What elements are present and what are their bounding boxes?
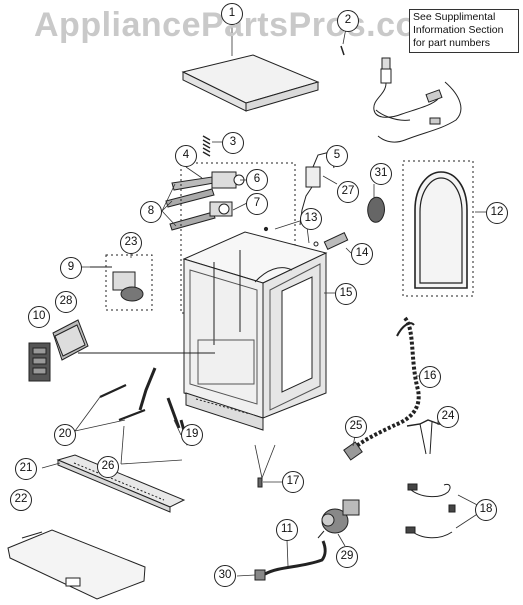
- callout-9[interactable]: 9: [60, 257, 82, 279]
- callout-1[interactable]: 1: [221, 3, 243, 25]
- callout-22[interactable]: 22: [10, 489, 32, 511]
- supplemental-note-line-3: for part numbers: [413, 37, 491, 49]
- callout-13[interactable]: 13: [300, 208, 322, 230]
- callout-3[interactable]: 3: [222, 132, 244, 154]
- callout-21[interactable]: 21: [15, 458, 37, 480]
- callout-11[interactable]: 11: [276, 519, 298, 541]
- leg-screw-part: [257, 477, 263, 488]
- wire-harness-part: [373, 57, 462, 143]
- shock-absorber-part: [99, 367, 190, 446]
- drain-pump-part: [317, 499, 360, 539]
- callout-30[interactable]: 30: [214, 565, 236, 587]
- filter-part: [343, 441, 363, 461]
- pressure-switch-part: [299, 151, 335, 226]
- callout-23[interactable]: 23: [120, 232, 142, 254]
- hinge-bracket-part: [263, 226, 349, 250]
- callout-6[interactable]: 6: [246, 169, 268, 191]
- callout-14[interactable]: 14: [351, 243, 373, 265]
- door-gasket-part: [402, 160, 474, 297]
- callout-8[interactable]: 8: [140, 201, 162, 223]
- drain-pump-hose-part: [254, 540, 327, 581]
- callout-20[interactable]: 20: [54, 424, 76, 446]
- callout-18[interactable]: 18: [475, 499, 497, 521]
- power-cord-part: [405, 483, 456, 539]
- door-lock-part: [90, 254, 153, 311]
- spring-part: [202, 135, 211, 157]
- control-board-part: [28, 319, 215, 382]
- callout-2[interactable]: 2: [337, 10, 359, 32]
- callout-29[interactable]: 29: [336, 546, 358, 568]
- callout-16[interactable]: 16: [419, 366, 441, 388]
- front-panel-part: [56, 454, 186, 513]
- supplemental-note-line-2: Information Section: [413, 24, 504, 36]
- callout-26[interactable]: 26: [97, 456, 119, 478]
- callout-31[interactable]: 31: [370, 163, 392, 185]
- knob-part: [367, 196, 385, 223]
- callout-7[interactable]: 7: [246, 193, 268, 215]
- callout-4[interactable]: 4: [175, 145, 197, 167]
- base-plate-part: [7, 529, 146, 600]
- callout-17[interactable]: 17: [282, 471, 304, 493]
- callout-24[interactable]: 24: [437, 406, 459, 428]
- callout-28[interactable]: 28: [55, 291, 77, 313]
- callout-5[interactable]: 5: [326, 145, 348, 167]
- water-valves-part: [165, 171, 245, 231]
- cabinet-part: [180, 162, 328, 431]
- supplemental-note-line-1: See Supplimental: [413, 11, 496, 23]
- leader-lines: [41, 24, 486, 577]
- callout-12[interactable]: 12: [486, 202, 508, 224]
- callout-15[interactable]: 15: [335, 283, 357, 305]
- top-cover-part: [181, 54, 320, 112]
- callout-10[interactable]: 10: [28, 306, 50, 328]
- supplemental-note-box: See Supplimental Information Section for…: [409, 9, 519, 53]
- screw-part: [340, 45, 345, 56]
- callout-19[interactable]: 19: [181, 424, 203, 446]
- callout-27[interactable]: 27: [337, 181, 359, 203]
- callout-25[interactable]: 25: [345, 416, 367, 438]
